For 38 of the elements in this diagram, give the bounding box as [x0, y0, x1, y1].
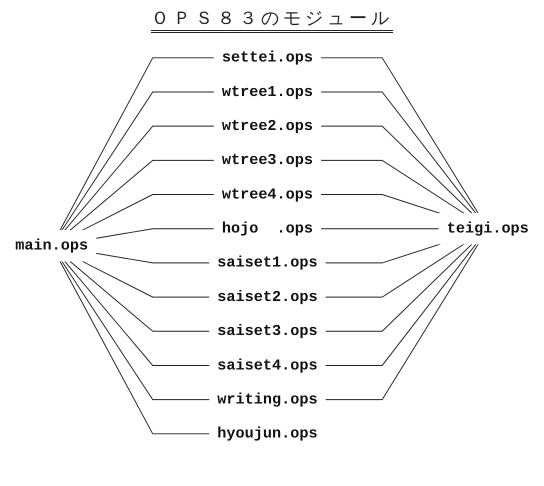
node-text: saiset3.ops: [217, 322, 318, 340]
connector: [69, 260, 210, 332]
node-text: wtree1.ops: [222, 83, 314, 101]
connector: [320, 194, 442, 214]
node-text: saiset4.ops: [217, 356, 318, 374]
node-text: saiset1.ops: [217, 254, 318, 272]
connector: [95, 228, 215, 239]
connector: [81, 194, 215, 232]
node-text: saiset2.ops: [217, 288, 318, 306]
title: ＯＰＳ８３のモジュール: [151, 6, 393, 33]
node-text: wtree4.ops: [222, 186, 314, 204]
node-text: teigi.ops: [446, 220, 529, 238]
connector: [61, 260, 210, 400]
connector: [324, 243, 479, 400]
connector: [320, 92, 477, 214]
node-text: settei.ops: [222, 49, 314, 66]
connector: [64, 126, 215, 232]
node-text: hyoujun.ops: [217, 425, 318, 442]
connector: [320, 160, 465, 214]
connector: [320, 126, 473, 214]
connector: [81, 260, 210, 298]
connector: [324, 243, 465, 298]
connector: [69, 160, 215, 232]
connector: [324, 243, 442, 264]
connector: [95, 252, 210, 264]
connector: [64, 260, 210, 366]
node-text: writing.ops: [217, 391, 318, 408]
node-text: main.ops: [15, 237, 88, 254]
node-text: wtree2.ops: [222, 118, 314, 135]
connector: [320, 228, 440, 230]
connector: [324, 243, 477, 366]
connector: [59, 260, 210, 434]
node-text: wtree3.ops: [222, 152, 314, 169]
connector: [320, 57, 479, 214]
node-text: hojo .ops: [222, 220, 314, 238]
connector: [59, 57, 215, 232]
connector: [324, 243, 473, 332]
connector: [61, 92, 215, 232]
